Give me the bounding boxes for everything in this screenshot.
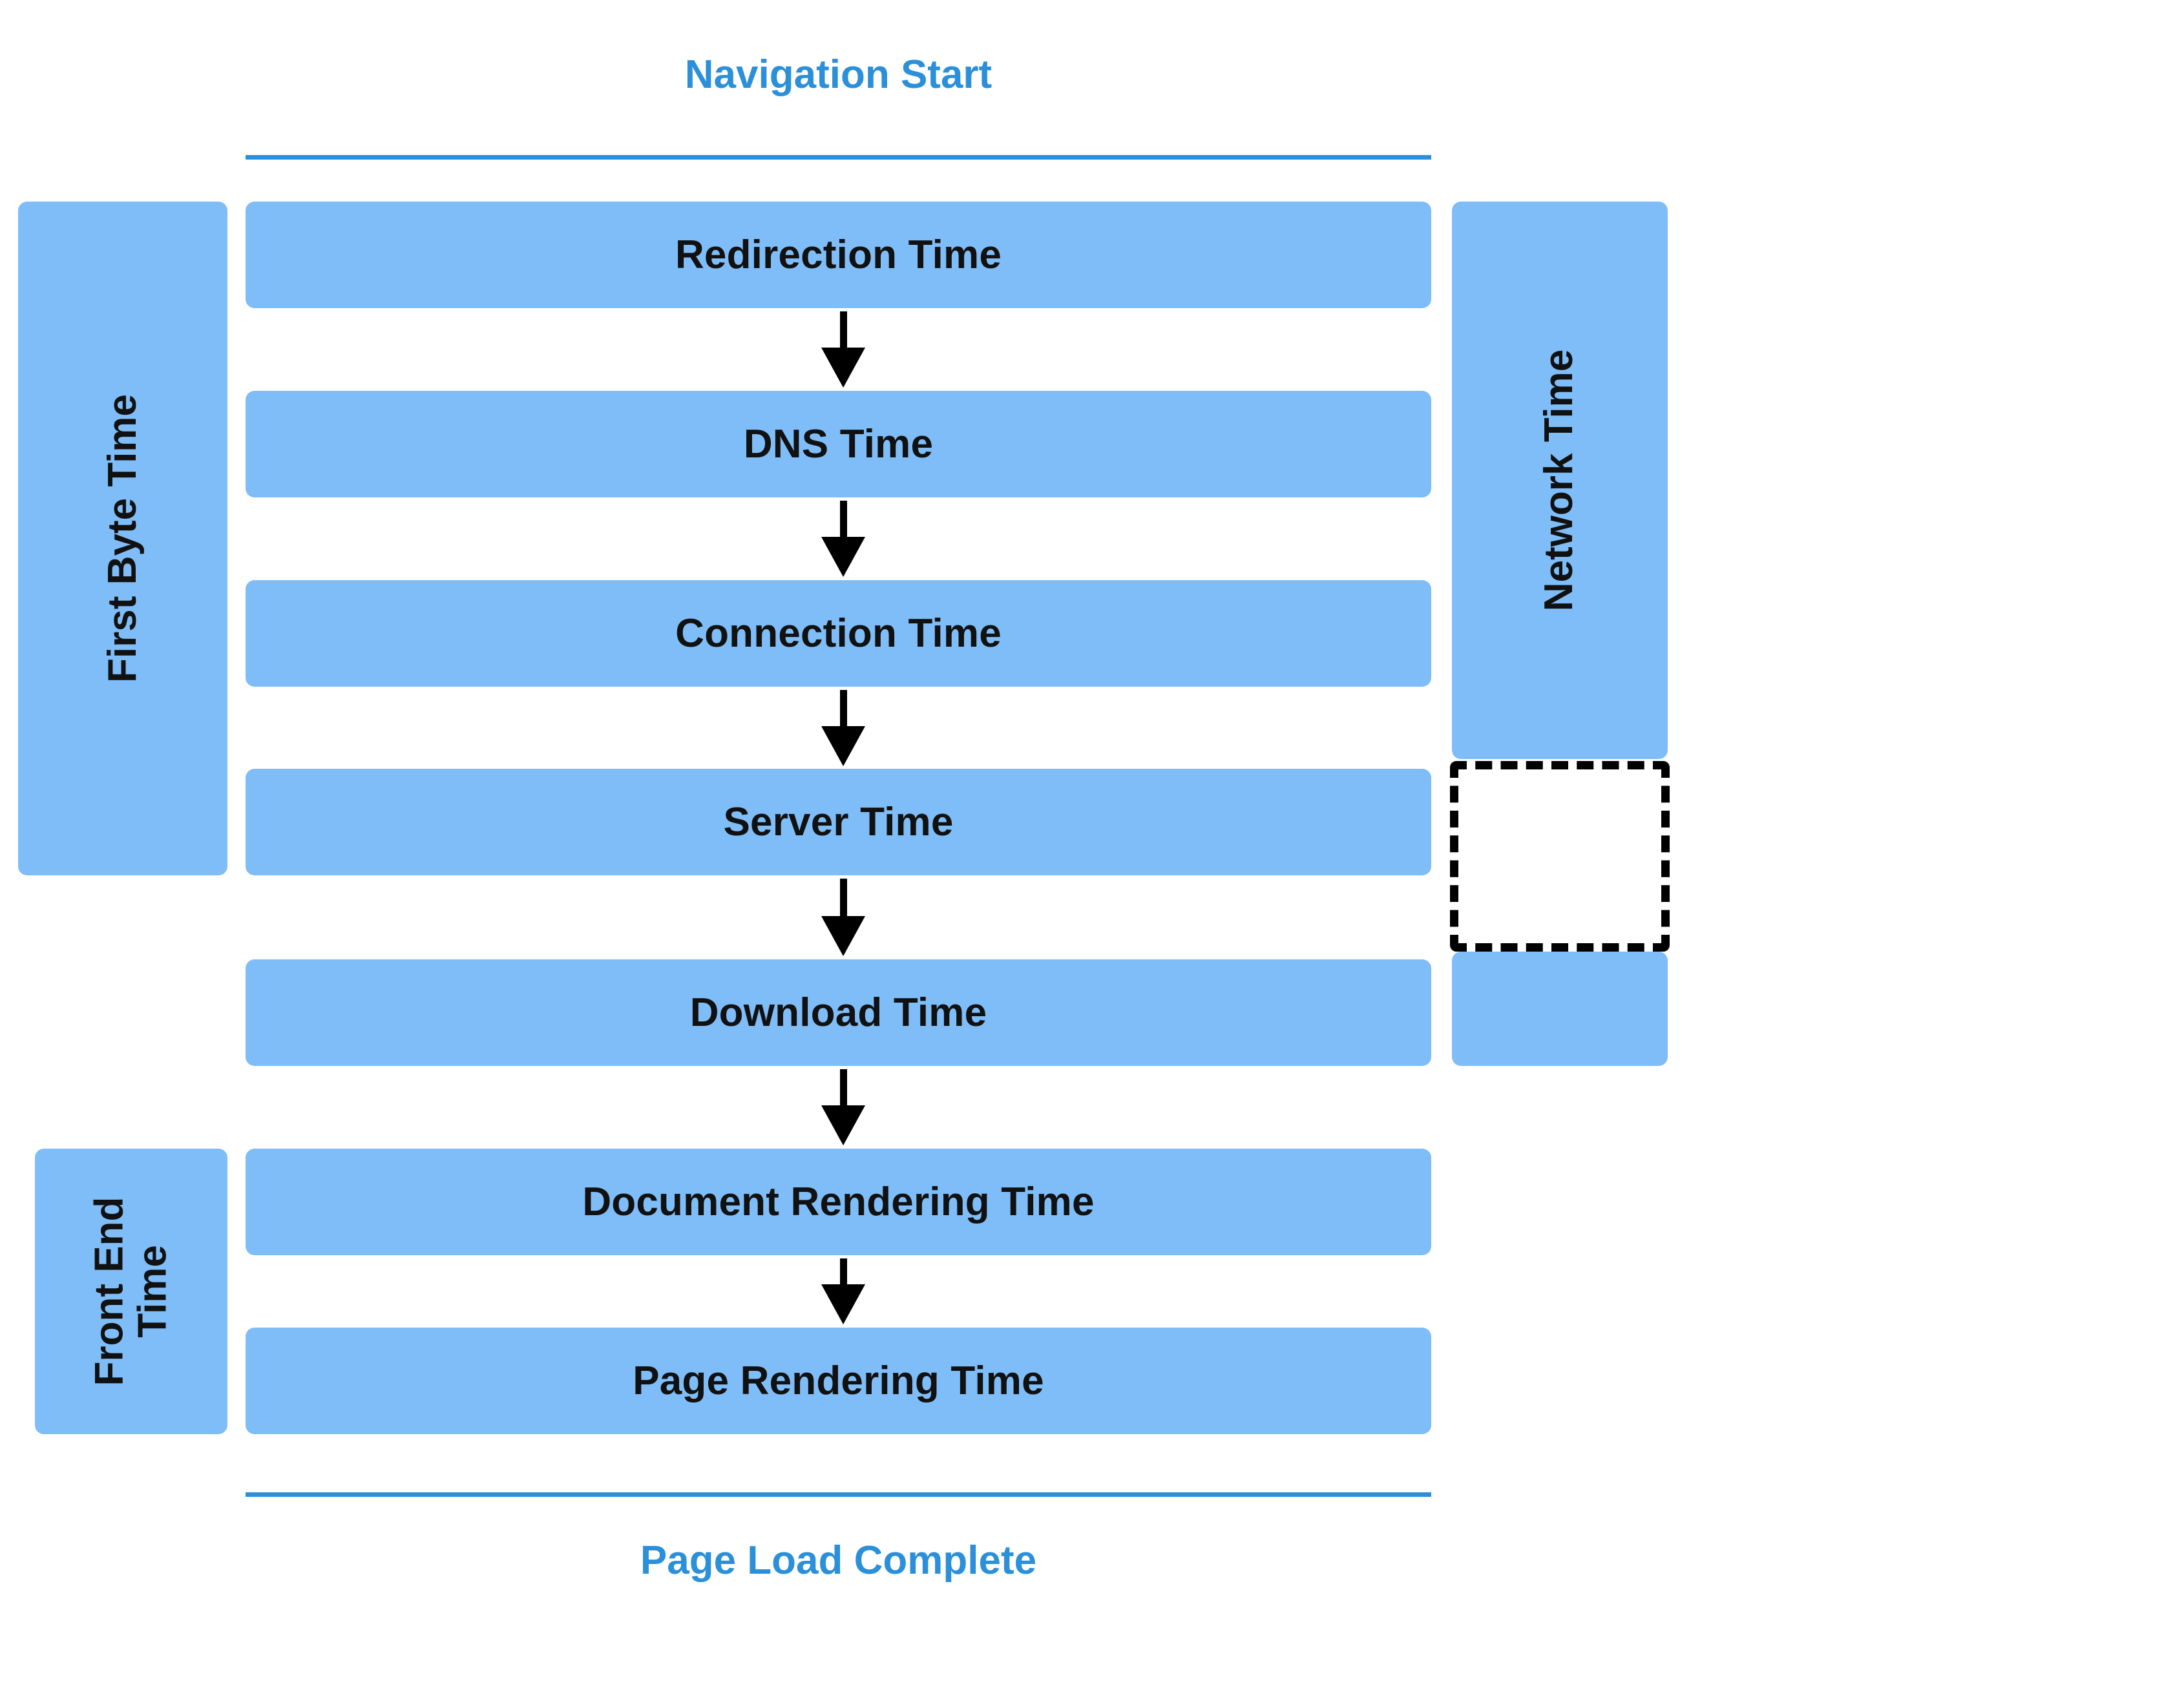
flow-arrow-download-to-document-rendering bbox=[821, 1069, 865, 1145]
stage-bar-connection-time[interactable]: Connection Time bbox=[246, 580, 1431, 687]
group-first-byte-time: First Byte Time bbox=[18, 202, 227, 875]
group-network-time-label: Network Time bbox=[1537, 349, 1582, 612]
group-front-end-time: Front End Time bbox=[35, 1149, 227, 1434]
flow-arrow-dns-to-connection bbox=[821, 501, 865, 577]
group-network-time-stub bbox=[1452, 952, 1668, 1066]
page-load-complete-label: Page Load Complete bbox=[640, 1538, 1037, 1583]
stage-bar-download-time[interactable]: Download Time bbox=[246, 959, 1431, 1066]
group-front-end-time-label: Front End Time bbox=[87, 1196, 174, 1386]
group-first-byte-time-label: First Byte Time bbox=[100, 394, 145, 683]
group-network-time: Network Time bbox=[1452, 202, 1668, 759]
stage-bar-page-rendering-time[interactable]: Page Rendering Time bbox=[246, 1328, 1431, 1434]
stage-bar-server-time[interactable]: Server Time bbox=[246, 769, 1431, 875]
navigation-start-rule bbox=[246, 155, 1431, 160]
flow-arrow-connection-to-server bbox=[821, 690, 865, 766]
stage-bar-redirection-time[interactable]: Redirection Time bbox=[246, 202, 1431, 308]
flow-arrow-document-to-page-rendering bbox=[821, 1258, 865, 1324]
flow-arrow-redirection-to-dns bbox=[821, 311, 865, 388]
navigation-start-label: Navigation Start bbox=[684, 52, 992, 97]
flow-arrow-server-to-download bbox=[821, 879, 865, 956]
stage-bar-dns-time[interactable]: DNS Time bbox=[246, 391, 1431, 497]
stage-bar-document-rendering-time[interactable]: Document Rendering Time bbox=[246, 1149, 1431, 1255]
network-time-dashed-gap bbox=[1450, 761, 1670, 952]
page-load-complete-rule bbox=[246, 1492, 1431, 1497]
